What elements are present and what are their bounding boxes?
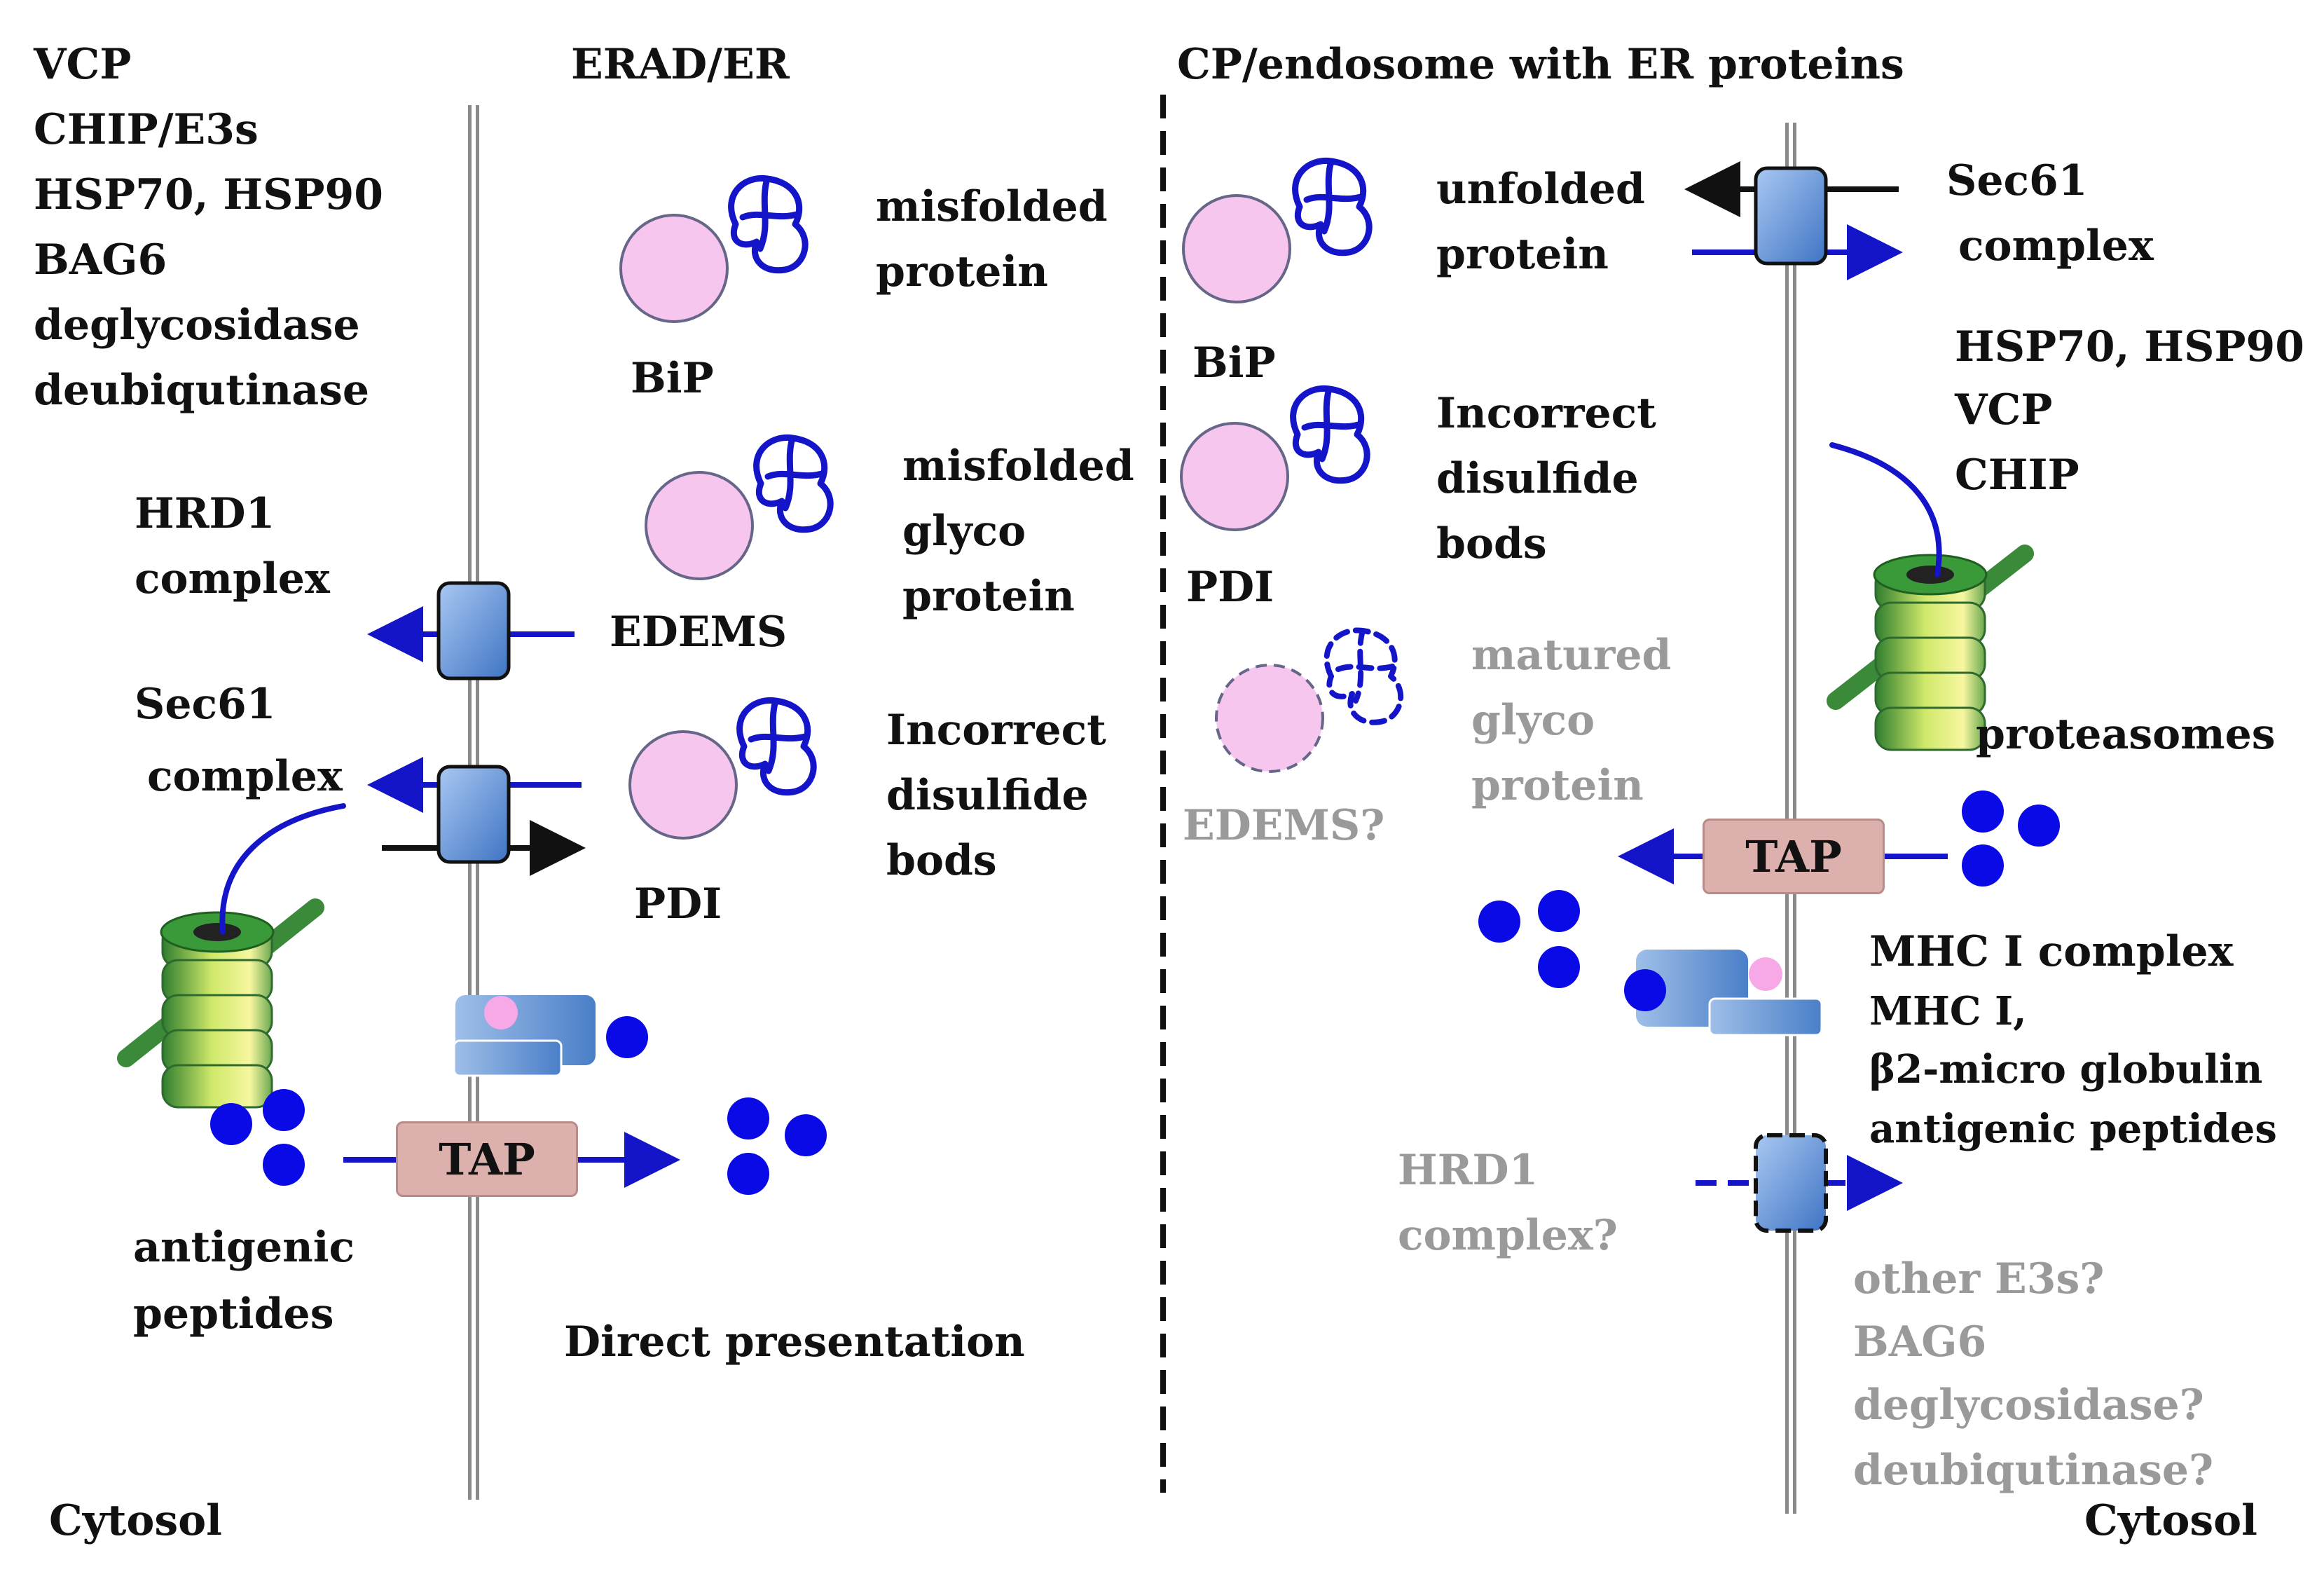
proteasomes-label: proteasomes xyxy=(1976,710,2276,759)
left-disulfide-line1: Incorrect xyxy=(886,706,1106,755)
pdi-label-left: PDI xyxy=(634,880,722,929)
right-other-e3s: other E3s? xyxy=(1853,1254,2105,1303)
direct-presentation-label: Direct presentation xyxy=(564,1318,1025,1367)
antigenic-label-left-line2: peptides xyxy=(133,1289,334,1339)
sec61-label-right-line1: Sec61 xyxy=(1946,156,2088,205)
hrd1-label-left-line2: complex xyxy=(135,554,330,603)
right-deubiqutinase: deubiqutinase? xyxy=(1853,1446,2214,1495)
edems-misfolded-glyco-complex xyxy=(645,437,830,580)
cytosol-label-left: Cytosol xyxy=(49,1496,222,1545)
cytosol-factor-hsp: HSP70, HSP90 xyxy=(34,170,384,219)
mhc-complex-left xyxy=(453,995,648,1077)
sec61-label-left-line2: complex xyxy=(147,752,343,801)
right-disulfide-line3: bods xyxy=(1436,519,1547,568)
bip-misfolded-complex-left xyxy=(619,178,805,323)
hrd1-label-left-line1: HRD1 xyxy=(135,489,275,538)
antigenic-label-left-line1: antigenic xyxy=(133,1223,355,1272)
proteasome-right xyxy=(1827,442,2034,751)
cytosolic-peptides-right xyxy=(1962,790,2060,887)
edems-label-right: EDEMS? xyxy=(1183,801,1385,850)
edems-matured-glyco-complex xyxy=(1215,630,1401,773)
tap-box-right: TAP xyxy=(1703,819,1885,894)
presented-peptides-left xyxy=(727,1097,827,1195)
bip-label-left: BiP xyxy=(631,354,714,403)
hrd1-channel-left xyxy=(367,583,575,678)
right-panel-title: CP/endosome with ER proteins xyxy=(1177,40,1904,89)
hrd1-channel-right-dashed xyxy=(1696,1133,1903,1233)
bip-unfolded-complex-right xyxy=(1182,160,1369,303)
antigenic-peptides-left xyxy=(210,1089,305,1186)
left-disulfide-line3: bods xyxy=(886,836,997,885)
sec61-channel-left xyxy=(367,757,586,876)
left-misfolded-glyco-line2: glyco xyxy=(902,507,1026,556)
cytosol-label-right: Cytosol xyxy=(2084,1496,2257,1545)
left-misfolded-protein-line1: misfolded xyxy=(876,182,1108,231)
erad-er-title: ERAD/ER xyxy=(571,40,790,89)
left-disulfide-line2: disulfide xyxy=(886,771,1089,820)
right-unfolded-line1: unfolded xyxy=(1436,165,1645,214)
hrd1-label-right-line2: complex? xyxy=(1398,1211,1618,1260)
left-misfolded-glyco-line1: misfolded xyxy=(902,442,1134,491)
right-chaperone-chip: CHIP xyxy=(1955,451,2079,500)
right-chaperone-vcp: VCP xyxy=(1955,385,2053,434)
right-disulfide-line2: disulfide xyxy=(1436,454,1639,503)
proteasome-left xyxy=(117,803,346,1109)
sec61-channel-right xyxy=(1684,161,1903,280)
cytosol-factor-vcp: VCP xyxy=(34,40,132,89)
hrd1-label-right-line1: HRD1 xyxy=(1398,1146,1539,1195)
right-matured-glyco-line2: glyco xyxy=(1471,696,1595,745)
mhc-label-line2: MHC I, xyxy=(1869,988,2027,1034)
cytosol-factor-chip: CHIP/E3s xyxy=(34,105,259,154)
bip-label-right: BiP xyxy=(1192,338,1276,388)
mhc-complex-right xyxy=(1624,950,1823,1036)
pdi-label-right: PDI xyxy=(1186,563,1274,612)
right-bag6: BAG6 xyxy=(1853,1318,1987,1367)
right-matured-glyco-line1: matured xyxy=(1471,631,1672,680)
pdi-disulfide-complex-right xyxy=(1180,388,1367,531)
right-disulfide-line1: Incorrect xyxy=(1436,389,1656,438)
left-misfolded-protein-line2: protein xyxy=(876,247,1048,296)
right-deglycosidase: deglycosidase? xyxy=(1853,1381,2204,1430)
mhc-label-line1: MHC I complex xyxy=(1869,927,2234,976)
cytosol-factor-deglycosidase: deglycosidase xyxy=(34,301,360,350)
endosomal-peptides-right xyxy=(1478,890,1580,988)
cytosol-factor-deubiqutinase: deubiqutinase xyxy=(34,366,370,415)
tap-box-left: TAP xyxy=(396,1121,578,1197)
right-unfolded-line2: protein xyxy=(1436,230,1609,279)
sec61-label-left-line1: Sec61 xyxy=(135,680,276,729)
right-matured-glyco-line3: protein xyxy=(1471,761,1644,810)
mhc-label-line3: β2-micro globulin xyxy=(1869,1046,2263,1093)
edems-label-left: EDEMS xyxy=(610,608,788,657)
pdi-disulfide-complex-left xyxy=(628,700,813,840)
sec61-label-right-line2: complex xyxy=(1958,221,2154,271)
mhc-label-line4: antigenic peptides xyxy=(1869,1106,2277,1152)
right-chaperone-hsp: HSP70, HSP90 xyxy=(1955,322,2305,371)
left-misfolded-glyco-line3: protein xyxy=(902,572,1075,621)
cytosol-factor-bag6: BAG6 xyxy=(34,235,167,285)
